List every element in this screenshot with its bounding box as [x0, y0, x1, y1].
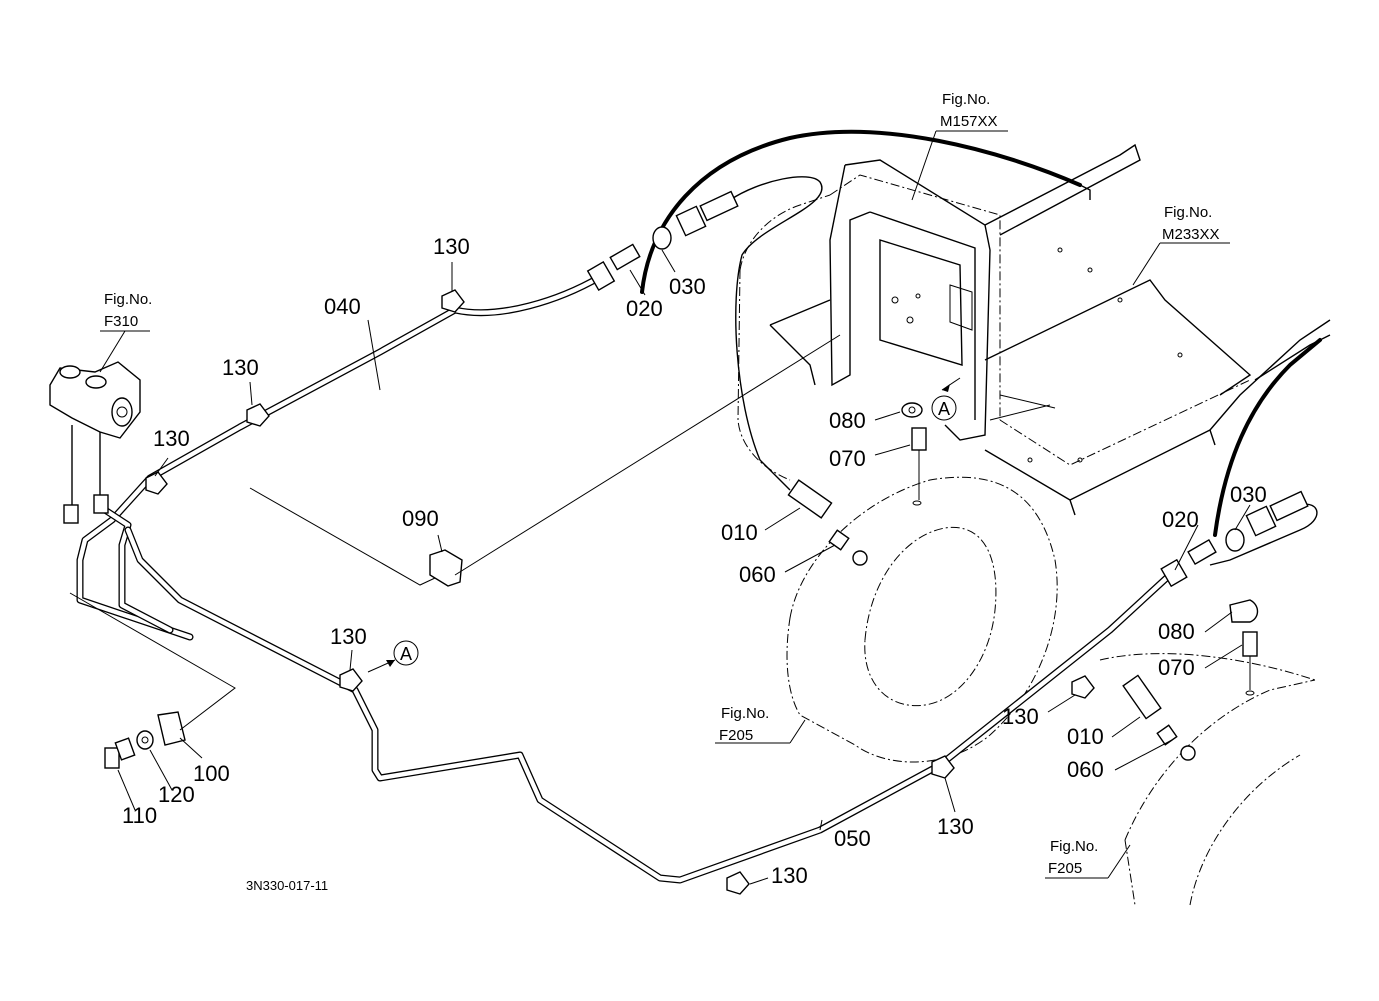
- fig-ref-f205-right-title: Fig.No.: [1050, 838, 1098, 855]
- fender-panel-frame: [769, 143, 1331, 516]
- washer-120: [136, 730, 154, 750]
- fig-ref-m157-code: M157XX: [940, 113, 998, 130]
- label-050: 050: [834, 826, 871, 851]
- label-130-d: 130: [330, 624, 367, 649]
- washer-080-center: [901, 402, 923, 418]
- fitting-020-right: [1160, 538, 1217, 588]
- label-130-a: 130: [433, 234, 470, 259]
- nut-030-upper: [652, 226, 672, 250]
- label-040: 040: [324, 294, 361, 319]
- drawing-code: 3N330-017-11: [246, 878, 328, 893]
- sensor-010-right: [1122, 674, 1162, 720]
- label-070-right: 070: [1158, 655, 1195, 680]
- hose-loop-center: [729, 176, 823, 491]
- label-090: 090: [402, 506, 439, 531]
- connector-upper: [675, 190, 739, 237]
- label-130-c: 130: [153, 426, 190, 451]
- fig-ref-f205-center-title: Fig.No.: [721, 705, 769, 722]
- view-marker-a-left-text: A: [400, 644, 412, 664]
- cap-060-center: [828, 529, 868, 566]
- nut-030-right: [1225, 528, 1245, 552]
- fig-ref-f310: Fig.No. F310: [104, 291, 152, 330]
- label-130-b: 130: [222, 355, 259, 380]
- bracket-080-right: [1229, 599, 1259, 623]
- label-070-center: 070: [829, 446, 866, 471]
- cable-upper: [640, 129, 1082, 294]
- label-060-center: 060: [739, 562, 776, 587]
- leader-lines: [69, 130, 1251, 885]
- label-010-right: 010: [1067, 724, 1104, 749]
- cap-060-right: [1156, 724, 1196, 761]
- fig-ref-f310-code: F310: [104, 313, 138, 330]
- label-060-right: 060: [1067, 757, 1104, 782]
- fitting-020-upper: [586, 243, 641, 291]
- label-010-center: 010: [721, 520, 758, 545]
- bolt-070-center: [911, 427, 927, 506]
- fig-ref-m157: Fig.No. M157XX: [940, 91, 998, 130]
- bolt-070-right: [1242, 631, 1258, 696]
- fig-ref-m157-title: Fig.No.: [942, 91, 990, 108]
- fig-ref-m233-code: M233XX: [1162, 226, 1220, 243]
- label-130-e: 130: [1002, 704, 1039, 729]
- pipe-050: [124, 526, 1176, 884]
- plate-100: [157, 711, 186, 746]
- label-020-right: 020: [1162, 507, 1199, 532]
- view-marker-a-center: A: [931, 395, 957, 421]
- fig-ref-f205-center: Fig.No. F205: [719, 705, 769, 744]
- label-030-right: 030: [1230, 482, 1267, 507]
- view-marker-a-left: A: [393, 640, 419, 666]
- fig-ref-f205-right: Fig.No. F205: [1048, 838, 1098, 877]
- label-020-upper: 020: [626, 296, 663, 321]
- label-120: 120: [158, 782, 195, 807]
- label-100: 100: [193, 761, 230, 786]
- cable-right: [1213, 338, 1322, 537]
- connector-right: [1245, 490, 1309, 537]
- fig-ref-m233-title: Fig.No.: [1164, 204, 1212, 221]
- fig-ref-f310-title: Fig.No.: [104, 291, 152, 308]
- label-030-upper: 030: [669, 274, 706, 299]
- valve-block: [49, 361, 141, 524]
- clamp-090: [429, 549, 463, 587]
- fig-ref-f205-center-code: F205: [719, 727, 753, 744]
- label-130-g: 130: [771, 863, 808, 888]
- label-130-f: 130: [937, 814, 974, 839]
- label-110: 110: [122, 803, 157, 828]
- clips-130: [145, 289, 1095, 895]
- pipe-040: [76, 273, 604, 641]
- part-labels: 130 040 020 030 130 130 080 070 090 010 …: [122, 234, 1267, 888]
- label-080-right: 080: [1158, 619, 1195, 644]
- fig-ref-f205-right-code: F205: [1048, 860, 1082, 877]
- bolt-110: [104, 737, 136, 769]
- fig-ref-m233: Fig.No. M233XX: [1162, 204, 1220, 243]
- label-080-center: 080: [829, 408, 866, 433]
- sensor-010-center: [787, 479, 833, 519]
- view-marker-a-center-text: A: [938, 399, 950, 419]
